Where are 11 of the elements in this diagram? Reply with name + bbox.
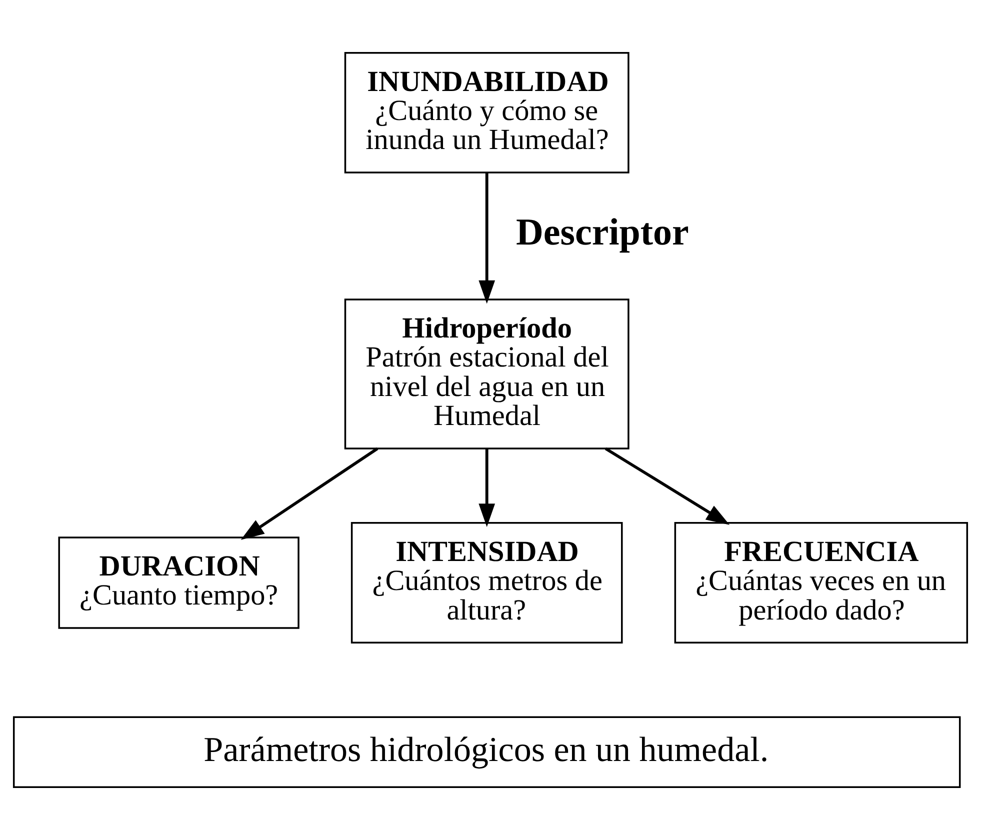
node-box: Hidroperíodo Patrón estacional del nivel del agua en un Humedal: [344, 298, 630, 449]
edge-label: Descriptor: [516, 211, 689, 254]
arrow: [604, 446, 730, 524]
node-box: DURACION ¿Cuanto tiempo?: [58, 536, 300, 628]
node-box: INTENSIDAD ¿Cuántos metros de altura?: [350, 522, 623, 643]
node-box: FRECUENCIA ¿Cuántas veces en un período dado?: [674, 522, 968, 643]
node-box: INUNDABILIDAD ¿Cuánto y cómo se inunda un Humedal?: [344, 51, 630, 173]
node-box: Parámetros hidrológicos en un humedal.: [12, 716, 961, 788]
arrow: [478, 448, 496, 527]
arrow: [240, 446, 378, 540]
arrow: [478, 172, 496, 304]
